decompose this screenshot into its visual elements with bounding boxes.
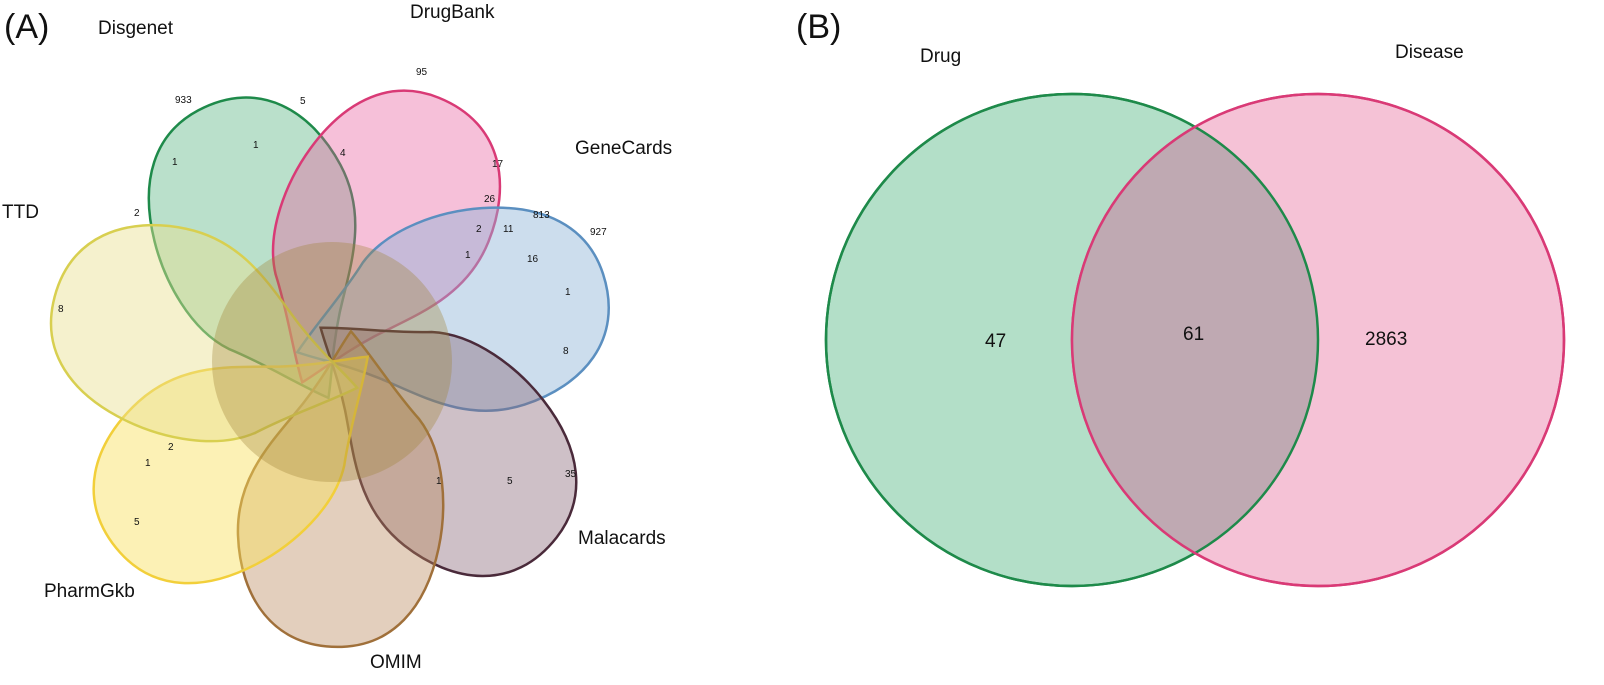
venn-outline-disease: [1070, 92, 1566, 588]
set-label-pharmgkb: PharmGkb: [44, 581, 135, 602]
set-label-disgenet: Disgenet: [98, 18, 174, 39]
region-count: 813: [533, 210, 550, 221]
region-count: 1: [172, 157, 178, 168]
count-overlap: 61: [1183, 324, 1204, 345]
panel-b: (B) Drug Disease 47 61 2863: [796, 8, 1566, 588]
region-count: 2: [476, 224, 482, 235]
region-count: 5: [300, 96, 306, 107]
region-count: 8: [58, 304, 64, 315]
set-label-genecards: GeneCards: [575, 138, 672, 159]
set-label-drugbank: DrugBank: [410, 2, 495, 23]
region-count: 95: [416, 67, 428, 78]
region-count: 4: [340, 148, 346, 159]
region-count: 933: [175, 95, 192, 106]
region-count: 1: [253, 140, 259, 151]
region-count: 5: [134, 517, 140, 528]
venn-intersection: [1072, 94, 1318, 586]
set-label-malacards: Malacards: [578, 528, 666, 549]
set-label-ttd: TTD: [2, 202, 39, 223]
region-count: 5: [507, 476, 513, 487]
panel-a-label: (A): [4, 8, 49, 46]
set-label-drug: Drug: [920, 46, 961, 67]
flower-venn: [29, 56, 636, 652]
count-disease-only: 2863: [1365, 329, 1407, 350]
region-count: 17: [492, 159, 504, 170]
region-count: 2: [134, 208, 140, 219]
region-count: 2: [168, 442, 174, 453]
region-count: 26: [484, 194, 496, 205]
panel-a: (A): [2, 2, 672, 673]
region-count: 1: [436, 476, 442, 487]
venn-outline-drug: [824, 92, 1320, 588]
core-overlap: [212, 242, 452, 482]
region-count: 11: [503, 224, 514, 235]
region-count: 927: [590, 227, 607, 238]
region-count: 1: [465, 250, 471, 261]
region-count: 1: [145, 458, 151, 469]
set-label-omim: OMIM: [370, 652, 422, 673]
region-count: 16: [527, 254, 539, 265]
region-count: 35: [565, 469, 577, 480]
set-label-disease: Disease: [1395, 42, 1464, 63]
count-drug-only: 47: [985, 331, 1006, 352]
region-count: 8: [563, 346, 569, 357]
region-count: 1: [565, 287, 571, 298]
panel-b-label: (B): [796, 8, 841, 46]
